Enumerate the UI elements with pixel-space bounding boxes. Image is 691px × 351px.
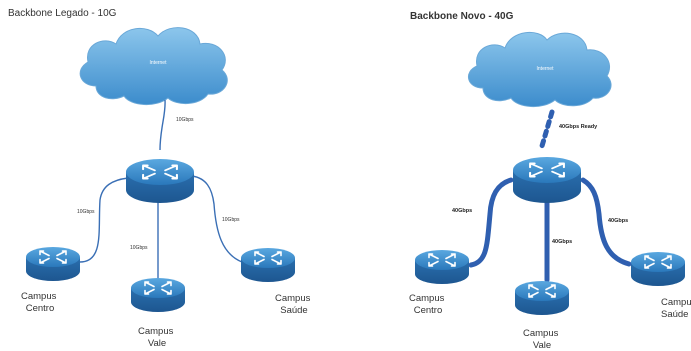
new-backbone-panel: Backbone Novo - 40G	[345, 0, 691, 351]
new-label-vale: Campus Vale	[523, 328, 561, 351]
legacy-label-saude: Campus Saúde	[275, 293, 313, 316]
legacy-router-vale-icon	[131, 278, 185, 312]
new-backbone-title: Backbone Novo - 40G	[410, 11, 514, 22]
legacy-label-centro: Campus Centro	[21, 291, 59, 314]
legacy-router-centro-icon	[26, 247, 80, 281]
legacy-links	[79, 99, 243, 282]
legacy-link-centro	[79, 177, 129, 263]
legacy-link-label-vale: 10Gbps	[130, 245, 148, 251]
new-link-saude	[580, 177, 632, 267]
legacy-link-label-centro: 10Gbps	[77, 209, 95, 215]
new-internet-cloud: Internet	[468, 32, 612, 107]
legacy-link-saude	[191, 175, 243, 263]
new-link-label-saude: 40Gbps	[608, 218, 628, 224]
new-link-label-vale: 40Gbps	[552, 239, 572, 245]
legacy-internet-cloud: Internet	[79, 27, 228, 105]
new-link-internet	[539, 109, 555, 149]
legacy-core-router-icon	[126, 159, 194, 203]
new-router-saude-icon	[631, 252, 685, 286]
new-link-label-internet: 40Gbps Ready	[559, 124, 598, 130]
legacy-router-saude-icon	[241, 248, 295, 282]
legacy-label-vale: Campus Vale	[138, 326, 176, 349]
legacy-link-internet	[159, 99, 166, 151]
new-label-centro: Campus Centro	[409, 293, 447, 316]
new-core-router-icon	[513, 157, 581, 203]
legacy-backbone-title: Backbone Legado - 10G	[8, 8, 117, 19]
new-router-vale-icon	[515, 281, 569, 315]
legacy-topology-diagram: Internet 10Gbps 10Gbps 10Gbps 10Gbps	[21, 27, 313, 349]
legacy-link-label-internet: 10Gbps	[176, 117, 194, 123]
new-router-centro-icon	[415, 250, 469, 284]
new-links	[468, 109, 632, 283]
new-label-saude: Campus Saúde	[661, 297, 691, 320]
legacy-link-label-saude: 10Gbps	[222, 217, 240, 223]
legacy-backbone-panel: Backbone Legado - 10G	[0, 0, 345, 351]
new-topology-diagram: Internet 40Gbps Ready 40Gbps 40Gbps 40Gb…	[409, 32, 691, 351]
new-cloud-label: Internet	[537, 66, 555, 72]
new-link-centro	[468, 177, 514, 268]
new-link-label-centro: 40Gbps	[452, 208, 472, 214]
legacy-cloud-label: Internet	[150, 60, 168, 66]
